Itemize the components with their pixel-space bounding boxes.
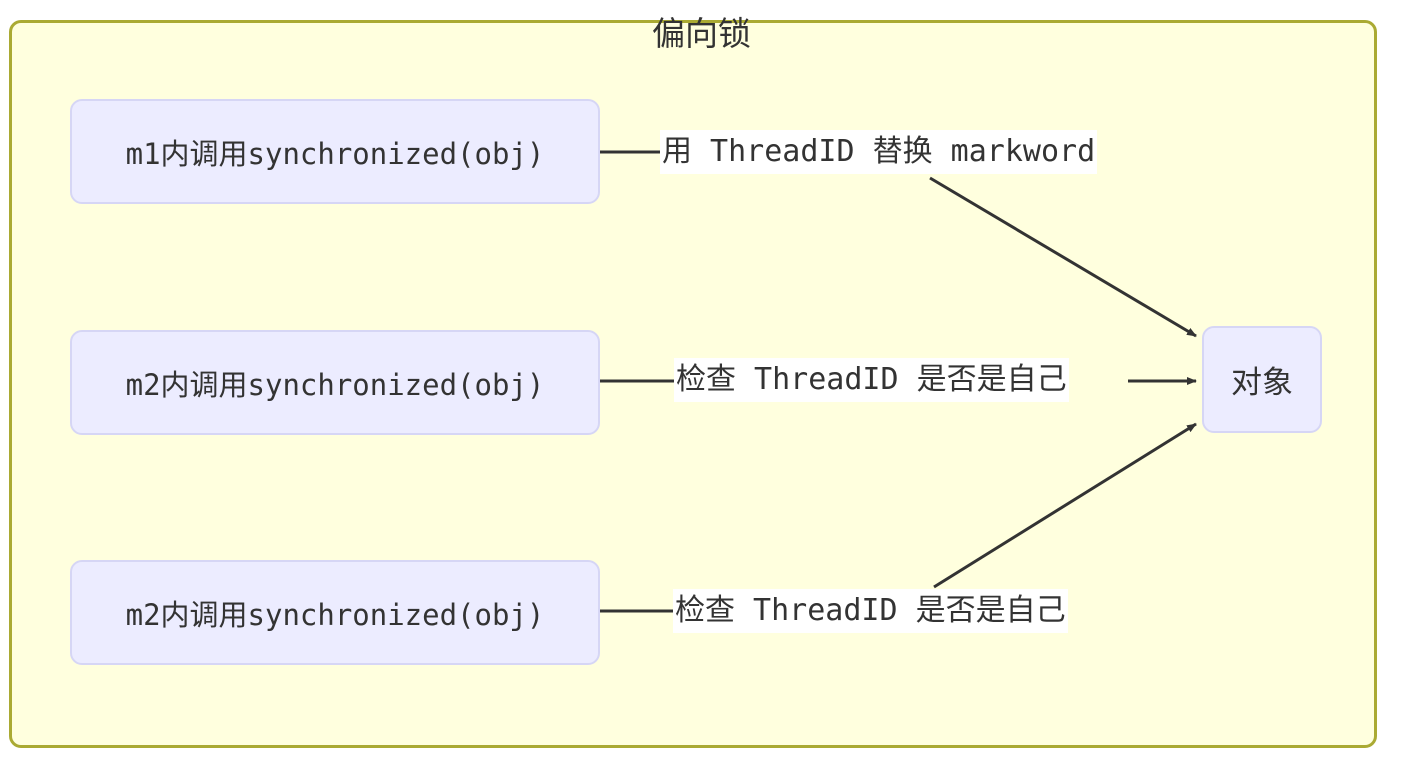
node-object[interactable]: 对象 (1202, 326, 1322, 433)
node-m2a-synchronized[interactable]: m2内调用synchronized(obj) (70, 330, 600, 435)
node-m1-synchronized[interactable]: m1内调用synchronized(obj) (70, 99, 600, 204)
edge-label-check-threadid-1: 检查 ThreadID 是否是自己 (674, 358, 1069, 402)
edge-label-replace-markword: 用 ThreadID 替换 markword (660, 130, 1098, 174)
diagram-title: 偏向锁 (652, 14, 751, 53)
node-m2b-synchronized[interactable]: m2内调用synchronized(obj) (70, 560, 600, 665)
edge-label-check-threadid-2: 检查 ThreadID 是否是自己 (673, 589, 1068, 633)
